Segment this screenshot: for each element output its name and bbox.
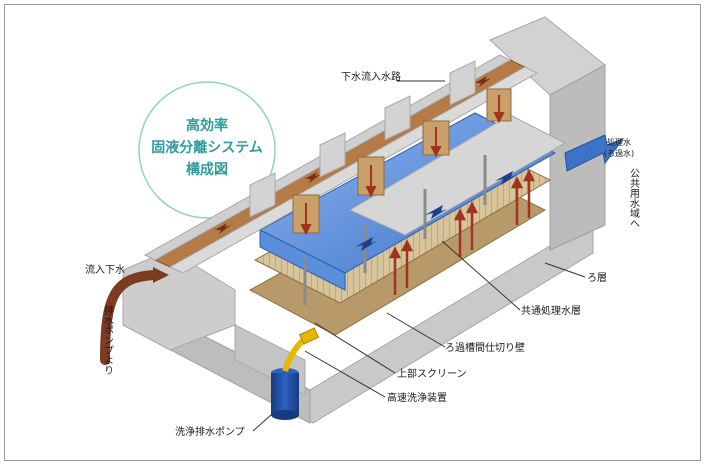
label-inflow-sewage: 流入下水: [85, 263, 125, 276]
label-from-drain-pump: 排水ポンプより: [102, 304, 114, 375]
title-line-2: 固液分離システム: [151, 139, 263, 156]
label-wash-drain-pump: 洗浄排水ポンプ: [175, 425, 245, 438]
diagram-frame: 高効率 固液分離システム 構成図: [4, 4, 701, 461]
title-line-3: 構成図: [186, 161, 228, 178]
water-layer-front: [259, 229, 346, 291]
leader-common-water: [441, 240, 521, 311]
upflow-arrows: [388, 169, 536, 295]
leader-washer: [304, 350, 386, 398]
wash-drain-pump: [271, 327, 320, 420]
tank-structure: [122, 16, 606, 424]
inflow-pipe-arrowhead: [153, 267, 169, 283]
leader-pump: [252, 414, 272, 432]
label-common-water-layer: 共通処理水層: [521, 304, 581, 317]
outlet-arrow: [564, 134, 625, 172]
leader-filter-layer: [544, 262, 586, 278]
label-filtered-water: (ろ過水): [604, 148, 634, 158]
title-circle: [138, 81, 276, 219]
label-filter-layer: ろ層: [587, 272, 607, 284]
inflow-pipe: [100, 267, 169, 365]
leader-partition: [386, 312, 446, 348]
lateral-flow-arrows: [355, 171, 517, 251]
leader-upper-screen: [314, 322, 396, 374]
system-diagram: 高効率 固液分離システム 構成図: [85, 16, 640, 438]
label-partition-wall: ろ過槽間仕切り壁: [445, 341, 525, 354]
pump-body: [271, 373, 299, 415]
inlet-channel: [143, 54, 539, 274]
upper-deck: [348, 114, 567, 236]
filter-tank: [248, 112, 567, 336]
channel-piers: [249, 60, 476, 218]
label-inlet-channel: 下水流入水路: [341, 70, 401, 83]
label-high-speed-washer: 高速洗浄装置: [387, 391, 447, 404]
label-upper-screen: 上部スクリーン: [397, 367, 467, 380]
label-public-waters: 公共用水域へ: [628, 168, 640, 228]
inlet-channel-wall-right: [168, 66, 539, 274]
drop-chambers: [292, 88, 512, 236]
pump-pipe-joint: [298, 327, 320, 345]
title-badge: 高効率 固液分離システム 構成図: [138, 81, 276, 219]
label-treated-water: 処理水: [607, 137, 631, 147]
title-line-1: 高効率: [186, 117, 228, 134]
leader-lines: [252, 80, 586, 432]
pump-bottom: [271, 410, 299, 420]
inflow-pipe-body: [100, 270, 160, 365]
outlet-flow: [564, 134, 625, 172]
